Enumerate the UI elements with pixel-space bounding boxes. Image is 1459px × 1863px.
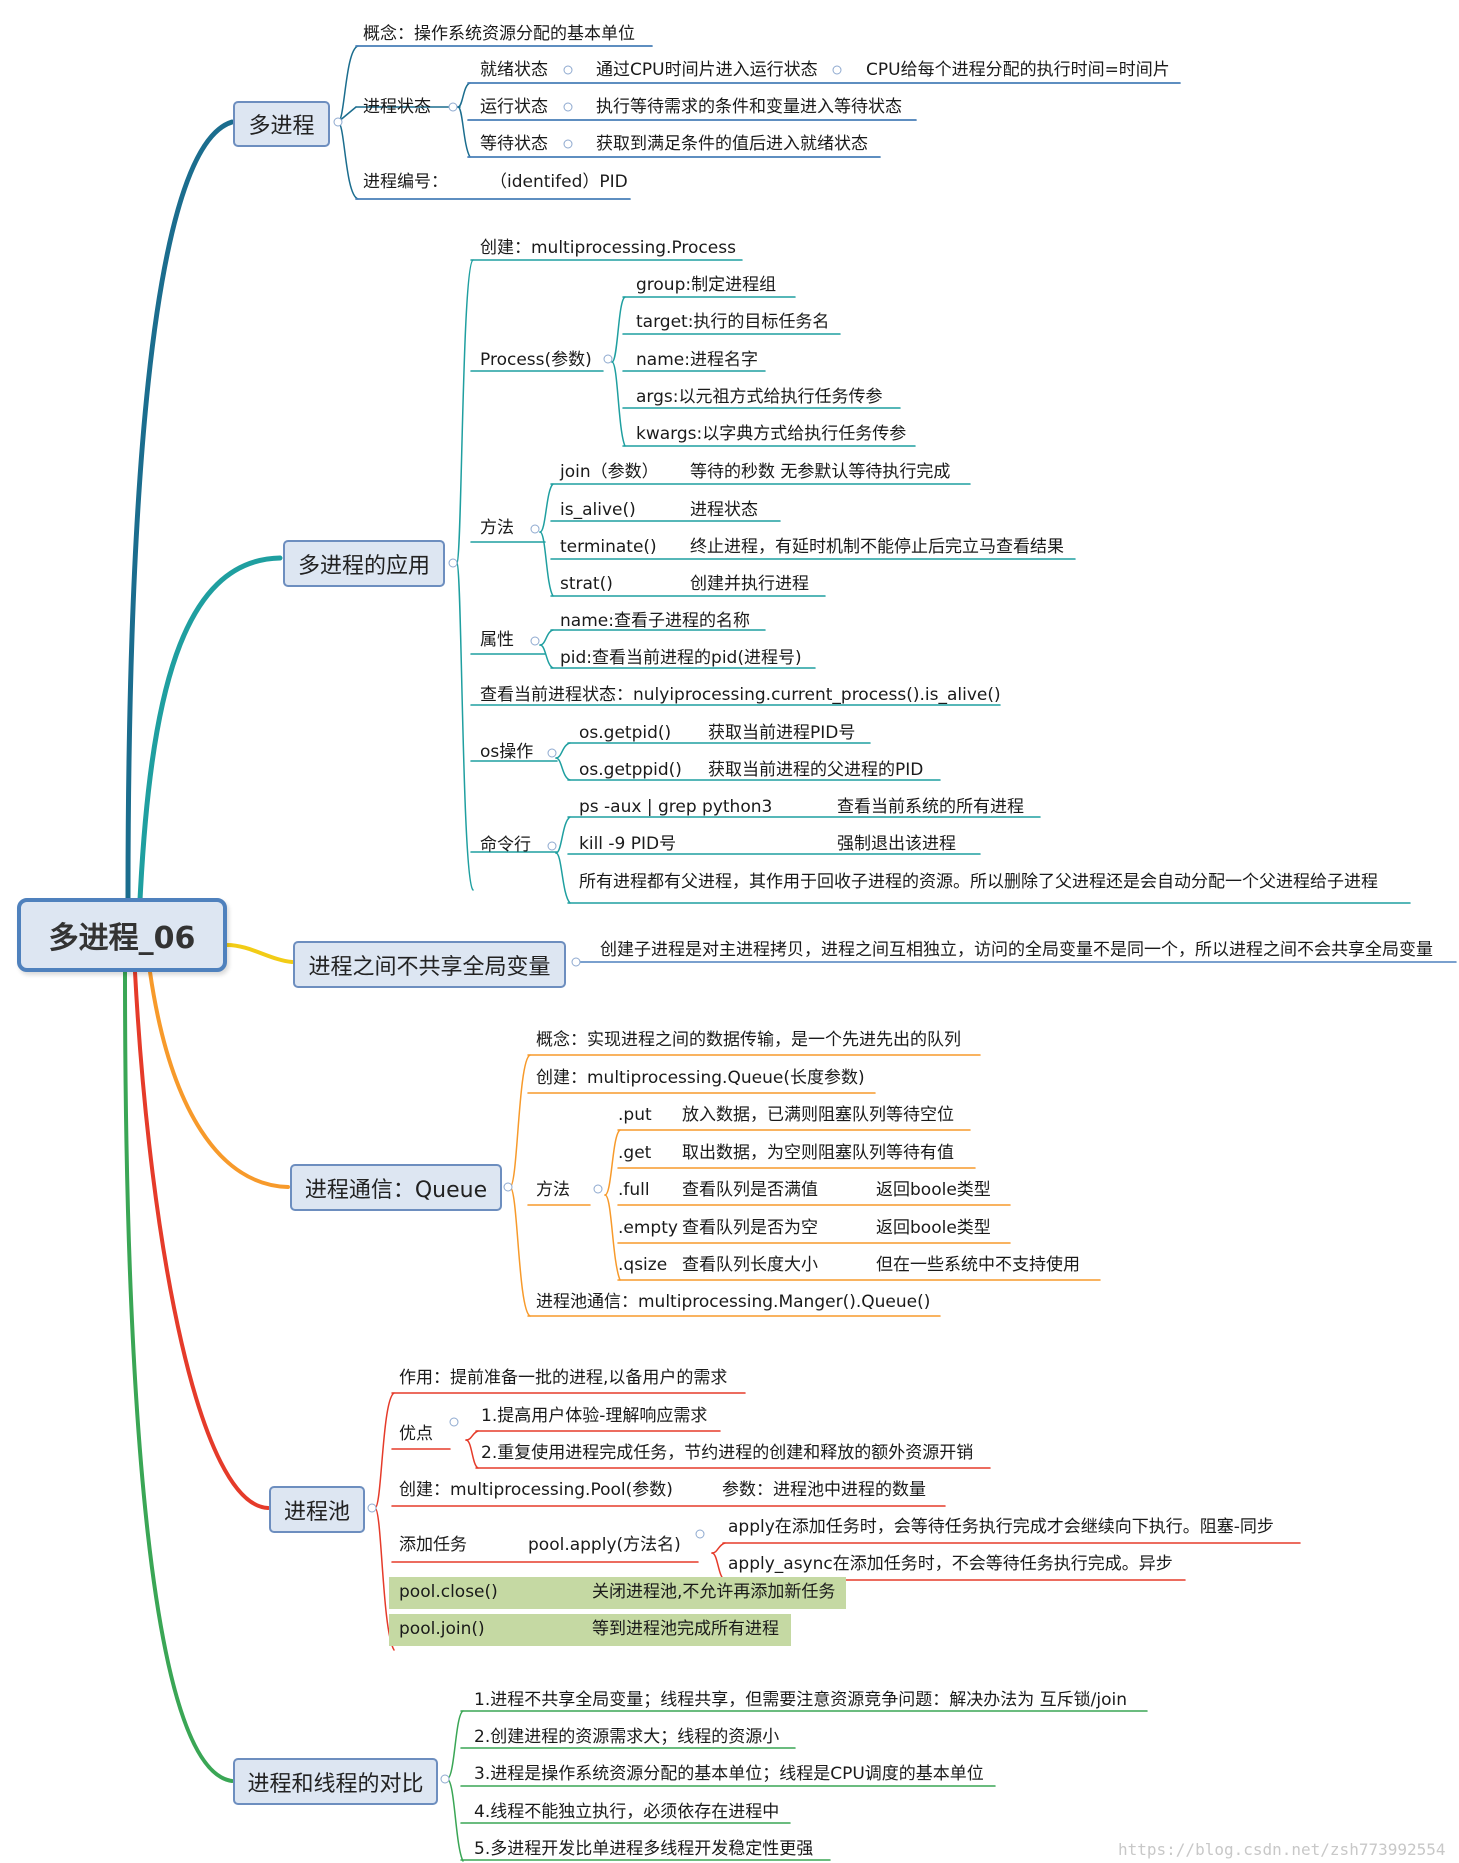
b5-create: 创建：multiprocessing.Pool(参数) (399, 1480, 673, 1500)
b2-os-0: os.getpid() (579, 723, 672, 743)
b2-param-1: target:执行的目标任务名 (636, 312, 830, 332)
b2-attrs-label: 属性 (480, 630, 514, 650)
b4-method-3: .empty (618, 1218, 678, 1238)
b5-adv-0: 1.提高用户体验-理解响应需求 (481, 1406, 708, 1426)
link-b4 (148, 970, 290, 1189)
b6-item-2: 3.进程是操作系统资源分配的基本单位；线程是CPU调度的基本单位 (474, 1764, 984, 1784)
b2-method-1-desc: 进程状态 (690, 500, 758, 520)
b5-add-0: apply在添加任务时，会等待任务执行完成才会继续向下执行。阻塞-同步 (728, 1517, 1274, 1537)
b1-state-label: 进程状态 (363, 97, 431, 117)
b5-adv-1: 2.重复使用进程完成任务，节约进程的创建和释放的额外资源开销 (481, 1443, 974, 1463)
b5-add-1: apply_async在添加任务时，不会等待任务执行完成。异步 (728, 1554, 1173, 1574)
b4-method-3-desc: 查看队列是否为空 (682, 1218, 818, 1238)
b2-os-1: os.getppid() (579, 760, 682, 780)
b2-current-state: 查看当前进程状态：nulyiprocessing.current_process… (480, 685, 1001, 705)
b1-pid-value: （identifed）PID (490, 172, 628, 192)
b2-param-3: args:以元祖方式给执行任务传参 (636, 387, 883, 407)
branch-queue[interactable]: 进程通信：Queue (290, 1164, 502, 1211)
link-b5 (133, 970, 270, 1510)
b2-cmd-1: kill -9 PID号 (579, 834, 677, 854)
b4-method-4-desc: 查看队列长度大小 (682, 1255, 818, 1275)
b5-join: pool.join() (399, 1619, 485, 1639)
b5-join-desc: 等到进程池完成所有进程 (592, 1619, 779, 1639)
b4-method-4: .qsize (618, 1255, 668, 1275)
link-b1 (125, 119, 235, 903)
link-b3 (225, 943, 294, 964)
b6-item-4: 5.多进程开发比单进程多线程开发稳定性更强 (474, 1839, 814, 1859)
b2-method-3: strat() (560, 574, 613, 594)
b2-create: 创建：multiprocessing.Process (480, 238, 736, 258)
b4-method-4-note: 但在一些系统中不支持使用 (876, 1255, 1080, 1275)
b2-param-2: name:进程名字 (636, 350, 758, 370)
b4-method-3-note: 返回boole类型 (876, 1218, 991, 1238)
b4-method-0-desc: 放入数据，已满则阻塞队列等待空位 (682, 1105, 954, 1125)
branch-multiprocess-app[interactable]: 多进程的应用 (283, 540, 445, 587)
b2-method-0-desc: 等待的秒数 无参默认等待执行完成 (690, 462, 951, 482)
b4-method-1-desc: 取出数据，为空则阻塞队列等待有值 (682, 1143, 954, 1163)
b2-cmd-label: 命令行 (480, 835, 531, 855)
b4-method-0: .put (618, 1105, 652, 1125)
branch-process-vs-thread[interactable]: 进程和线程的对比 (233, 1758, 438, 1805)
b2-os-label: os操作 (480, 742, 534, 762)
b2-attr-1: pid:查看当前进程的pid(进程号) (560, 648, 802, 668)
b5-close-desc: 关闭进程池,不允许再添加新任务 (592, 1582, 836, 1602)
b2-param-4: kwargs:以字典方式给执行任务传参 (636, 424, 907, 444)
branch-multiprocess[interactable]: 多进程 (233, 101, 330, 147)
branch-no-shared-globals[interactable]: 进程之间不共享全局变量 (293, 941, 566, 988)
b2-method-3-desc: 创建并执行进程 (690, 574, 809, 594)
link-b2 (137, 555, 283, 903)
b2-cmd-1-desc: 强制退出该进程 (837, 834, 956, 854)
link-b6 (123, 970, 234, 1783)
b3-desc: 创建子进程是对主进程拷贝，进程之间互相独立，访问的全局变量不是同一个，所以进程之… (600, 940, 1433, 960)
b1-pid-label: 进程编号： (363, 172, 448, 192)
b1-waiting: 等待状态 (480, 134, 548, 154)
b2-method-0: join（参数） (560, 462, 659, 482)
b2-method-1: is_alive() (560, 500, 636, 520)
b1-running: 运行状态 (480, 97, 548, 117)
b2-attr-0: name:查看子进程的名称 (560, 611, 750, 631)
b2-param-0: group:制定进程组 (636, 275, 777, 295)
b5-adv-label: 优点 (399, 1424, 433, 1444)
b4-create: 创建：multiprocessing.Queue(长度参数) (536, 1068, 865, 1088)
b4-pool-comm: 进程池通信：multiprocessing.Manger().Queue() (536, 1292, 931, 1312)
b4-method-1: .get (618, 1143, 652, 1163)
b6-item-1: 2.创建进程的资源需求大；线程的资源小 (474, 1727, 780, 1747)
b2-method-2: terminate() (560, 537, 657, 557)
b5-create-note: 参数：进程池中进程的数量 (722, 1480, 926, 1500)
b4-method-2-note: 返回boole类型 (876, 1180, 991, 1200)
b4-concept: 概念：实现进程之间的数据传输，是一个先进先出的队列 (536, 1030, 961, 1050)
b1-ready: 就绪状态 (480, 60, 548, 80)
b2-cmd-0: ps -aux | grep python3 (579, 797, 773, 817)
root-topic[interactable]: 多进程_06 (17, 898, 227, 972)
b5-join-highlight (389, 1614, 791, 1646)
b5-add-label: 添加任务 (399, 1535, 467, 1555)
b2-os-0-desc: 获取当前进程PID号 (708, 723, 856, 743)
b2-os-1-desc: 获取当前进程的父进程的PID (708, 760, 924, 780)
b5-add-method: pool.apply(方法名) (528, 1535, 681, 1555)
b1-ready-note: CPU给每个进程分配的执行时间=时间片 (866, 60, 1170, 80)
watermark: https://blog.csdn.net/zsh773992554 (1118, 1840, 1446, 1859)
b1-running-desc: 执行等待需求的条件和变量进入等待状态 (596, 97, 902, 117)
b2-methods-label: 方法 (480, 518, 514, 538)
b2-method-2-desc: 终止进程，有延时机制不能停止后完立马查看结果 (690, 537, 1064, 557)
b1-ready-desc: 通过CPU时间片进入运行状态 (596, 60, 818, 80)
b5-purpose: 作用：提前准备一批的进程,以备用户的需求 (399, 1368, 728, 1388)
b5-close-highlight (389, 1577, 846, 1609)
b6-item-0: 1.进程不共享全局变量；线程共享，但需要注意资源竞争问题：解决办法为 互斥锁/j… (474, 1690, 1127, 1710)
b4-method-2-desc: 查看队列是否满值 (682, 1180, 818, 1200)
b6-item-3: 4.线程不能独立执行，必须依存在进程中 (474, 1802, 780, 1822)
b5-close: pool.close() (399, 1582, 498, 1602)
b1-concept: 概念：操作系统资源分配的基本单位 (363, 24, 635, 44)
b2-cmd-0-desc: 查看当前系统的所有进程 (837, 797, 1024, 817)
b2-cmd-note: 所有进程都有父进程，其作用于回收子进程的资源。所以删除了父进程还是会自动分配一个… (579, 872, 1378, 892)
branch-process-pool[interactable]: 进程池 (269, 1486, 365, 1533)
b1-waiting-desc: 获取到满足条件的值后进入就绪状态 (596, 134, 868, 154)
b4-method-2: .full (618, 1180, 650, 1200)
b2-process-params: Process(参数) (480, 350, 592, 370)
b4-methods-label: 方法 (536, 1180, 570, 1200)
